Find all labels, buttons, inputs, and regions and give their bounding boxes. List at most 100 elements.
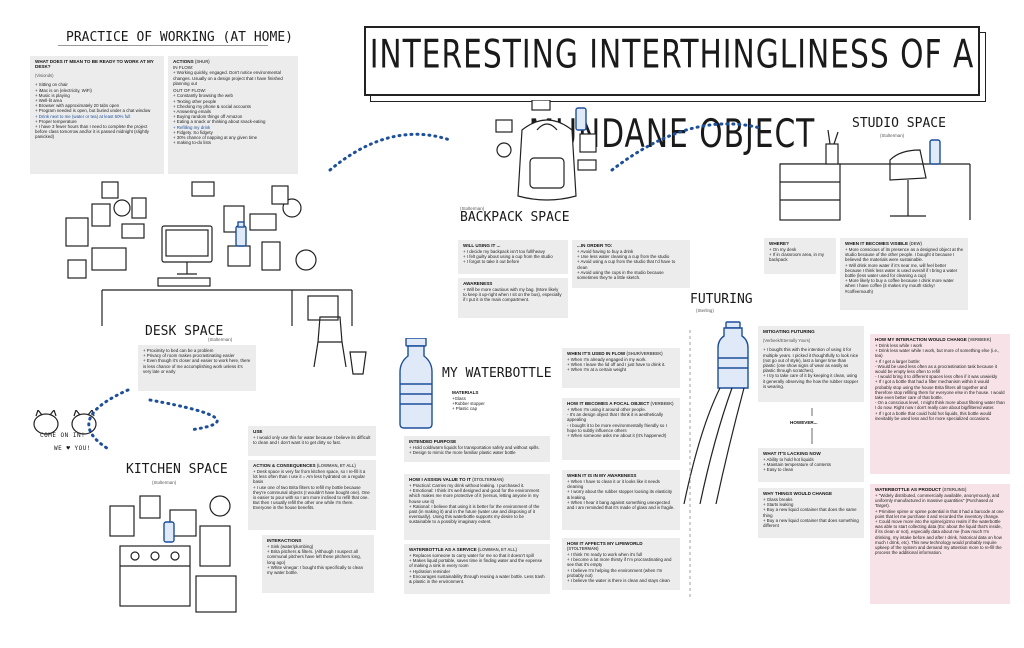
backpack-awareness-box: AWARENESS + Will be more cautious with m… xyxy=(458,278,568,318)
practice-actions-box: ACTIONS (Shur) IN FLOW: + Working quickl… xyxy=(168,56,298,174)
waterbottle-materials: MATERIALS +Glass+Rubber stopper+ Plastic… xyxy=(452,390,512,412)
list-item: + Working quickly, engaged. Don't notice… xyxy=(173,70,283,86)
list-item: + If I get a larger bottle: xyxy=(875,358,921,364)
kitchen-interactions-header: INTERACTIONS xyxy=(267,538,302,543)
practice-divider xyxy=(58,45,268,46)
list-item: + I forgot to take it out before xyxy=(463,259,520,265)
rocket-flame-icon xyxy=(683,387,745,505)
flow-used-box: WHEN IT'S USED IN FLOW (Shur/Verbeek) + … xyxy=(562,348,680,388)
practice-actions-role: (Shur) xyxy=(194,59,210,64)
list-item: + I have 3 fewer hours than I need to co… xyxy=(35,124,149,140)
list-item: + Makes liquid portable, saves time in f… xyxy=(409,558,543,569)
backpack-using-list: + I decide my backpack isn't too full/he… xyxy=(463,249,563,265)
futuring-however: HOWEVER... xyxy=(790,420,818,425)
futuring-interaction-list: + Drink less while I work+ Drink less wa… xyxy=(875,343,1005,421)
kitchen-use-list: + I would only use this for water becaus… xyxy=(253,435,371,445)
backpack-awareness-header: AWARENESS xyxy=(463,281,493,286)
waterbottle-service-box: WATERBOTTLE AS A SERVICE (Lowman, et all… xyxy=(404,544,550,594)
flow-focal-header: HOW IT BECOMES A FOCAL OBJECT xyxy=(567,401,650,406)
studio-where-box: WHERE? + On my desk+ If in classroom are… xyxy=(764,238,836,274)
list-item: + Proper temperature xyxy=(35,118,77,124)
waterbottle-service-role: (Lowman, et all) xyxy=(478,547,517,552)
kitchen-clutter-icon xyxy=(109,495,237,613)
backpack-using-header: WILL USING IT ... xyxy=(463,243,501,248)
list-item: + More conscious of its presence as a de… xyxy=(845,247,964,263)
desk-role: (Stolterman) xyxy=(208,337,233,342)
flow-awareness-box: WHEN IT IS IN MY AWARENESS + When I have… xyxy=(562,470,680,530)
connector-kitchen-loop xyxy=(148,398,219,432)
studio-visible-role: (Dew) xyxy=(909,241,922,246)
list-item: + On my desk xyxy=(769,247,797,252)
practice-title: PRACTICE OF WORKING (AT HOME) xyxy=(66,30,293,45)
futuring-lacking-box: WHAT IT'S LACKING NOW + Ability to hold … xyxy=(758,448,864,482)
list-item: + Fidgety. So fidgety xyxy=(173,129,213,135)
list-item: + Starts leaking xyxy=(763,502,794,508)
backpack-title: BACKPACK SPACE xyxy=(460,210,570,225)
kitchen-illustration xyxy=(109,495,237,613)
list-item: + I decide my backpack isn't too full/he… xyxy=(463,249,545,254)
waterbottle-service-list: + Replaces someone to carry water for me… xyxy=(409,553,545,584)
studio-where-header: WHERE? xyxy=(769,241,789,246)
futuring-role: (Sterling) xyxy=(696,308,714,313)
flow-lifeworld-role: (Stolterman) xyxy=(567,546,599,551)
list-item: + Will drink more water if it's near me,… xyxy=(845,262,958,279)
futuring-mitigating-list: + I bought this with the intention of us… xyxy=(763,347,859,389)
list-item: + iMac is on (electricity, WiFi) xyxy=(35,87,92,93)
flow-lifeworld-header: HOW IT AFFECTS MY LIFEWORLD xyxy=(567,541,643,546)
flow-awareness-header: WHEN IT IS IN MY AWARENESS xyxy=(567,473,637,478)
waterbottle-value-list: + Practical: Carries my drink without le… xyxy=(409,483,545,525)
list-item: + Primitive spime or spime potential in … xyxy=(875,508,1004,519)
backpack-illustration xyxy=(495,100,597,201)
list-item: + Checking my phone & social accounts xyxy=(173,103,251,109)
list-item: + When I'm already engaged in my work. xyxy=(567,357,647,362)
list-item: + Privacy of room makes procrastinating … xyxy=(143,353,235,359)
desk-title: DESK SPACE xyxy=(145,324,224,339)
backpack-order-header: ...IN ORDER TO: xyxy=(577,243,613,248)
list-item: + "Widely distributed, commercially avai… xyxy=(875,493,1000,509)
studio-waterbottle-icon xyxy=(929,139,941,165)
waterbottle-value-box: HOW I ASSIGN VALUE TO IT (Stolterman) + … xyxy=(404,474,550,540)
desk-clutter-icon xyxy=(65,181,317,287)
list-item: + Encourages sustainability through reus… xyxy=(409,573,545,585)
futuring-service-list: + "Widely distributed, commercially avai… xyxy=(875,493,1005,555)
list-item: + Sink (water/plumbing) xyxy=(267,544,314,549)
waterbottle-title: MY WATERBOTTLE xyxy=(442,366,552,381)
list-item: - I would bring it to different spaces l… xyxy=(875,374,998,380)
list-item: + Glass breaks xyxy=(763,497,793,502)
list-item: + When I leave the lid off and I just ha… xyxy=(567,362,666,368)
main-title-box: INTERESTING INTERTHINGLINESS OF A MUNDAN… xyxy=(364,26,986,156)
list-item: + Rational: I believe that using it is b… xyxy=(409,503,540,525)
kitchen-action-header: ACTION & CONSEQUENCES xyxy=(253,463,316,468)
flow-focal-role: (Verbeek) xyxy=(650,401,674,406)
studio-illustration xyxy=(779,129,971,221)
studio-visible-header: WHEN IT BECOMES VISIBLE xyxy=(845,241,909,246)
list-item: + Even though it's closer and easier to … xyxy=(143,358,251,374)
studio-pencilcup-icon xyxy=(825,129,839,165)
list-item: + Answering emails xyxy=(173,109,211,115)
futuring-lacking-list: + Ability to hold hot liquids+ Maintain … xyxy=(763,457,859,473)
main-waterbottle-illustration xyxy=(399,338,433,429)
list-item: - I bought it to be more environmentally… xyxy=(567,422,667,433)
backpack-order-list: + Avoid having to buy a drink+ Use less … xyxy=(577,249,685,280)
list-item: + Avoid using a cup from the studio that… xyxy=(577,259,676,270)
list-item: + making to-do lists xyxy=(173,140,211,146)
backpack-icon xyxy=(517,119,577,201)
list-item: + I believe the water is there is clean … xyxy=(567,578,670,584)
waterbottle-intended-list: + Hold cold/warm liquids for transportat… xyxy=(409,445,545,455)
list-item: + Buy a new liquid container that does s… xyxy=(763,517,859,529)
waterbottle-intended-box: INTENDED PURPOSE + Hold cold/warm liquid… xyxy=(404,436,550,462)
flow-lifeworld-list: + I think I'm ready to work when it's fu… xyxy=(567,552,675,583)
practice-question-role: (Visionds) xyxy=(35,73,54,79)
list-item: + Ability to hold hot liquids xyxy=(763,457,814,462)
practice-in-flow-label: IN FLOW: xyxy=(173,65,194,70)
list-item: + Proximity to bed can be a problem xyxy=(143,348,214,353)
futuring-service-role: (Sterling) xyxy=(942,487,967,492)
flow-used-header: WHEN IT'S USED IN FLOW xyxy=(567,351,626,356)
waterbottle-intended-header: INTENDED PURPOSE xyxy=(409,439,457,444)
list-item: + Texting other people xyxy=(173,98,217,104)
studio-role: (Stolterman) xyxy=(880,133,905,138)
list-item: + Buying random things off Amazon xyxy=(173,114,243,120)
studio-desk-icon xyxy=(779,163,971,221)
list-item: + Design to mimic the more familiar plas… xyxy=(409,450,516,456)
kitchen-interactions-box: INTERACTIONS + Sink (water/plumbing)+ Br… xyxy=(262,535,374,593)
